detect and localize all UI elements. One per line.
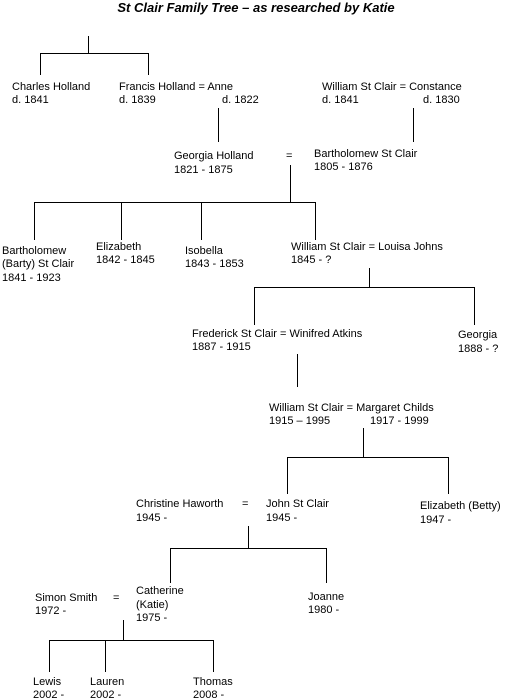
person-georgia-1888-dates: 1888 - ? xyxy=(458,343,499,355)
person-simon-smith-dates: 1972 - xyxy=(35,605,67,617)
person-william-margaret-name: William St Clair = Margaret Childs xyxy=(269,402,434,414)
person-charles-holland-dates: d. 1841 xyxy=(12,94,49,106)
person-william-louisa-name: William St Clair = Louisa Johns xyxy=(291,241,443,253)
person-francis-holland-name: Francis Holland = Anne xyxy=(119,81,234,93)
person-frederick-name: Frederick St Clair = Winifred Atkins xyxy=(192,328,363,340)
person-william-louisa-dates: 1845 - ? xyxy=(291,254,332,266)
person-elizabeth-betty-dates: 1947 - xyxy=(420,514,452,526)
person-bartholomew-barty-name: Bartholomew xyxy=(2,245,67,257)
person-bartholomew-st-clair-sr-name: Bartholomew St Clair xyxy=(314,148,418,160)
marriage-equals-sign: = xyxy=(286,150,293,162)
person-bartholomew-barty-dates: 1841 - 1923 xyxy=(2,272,61,284)
marriage-equals-sign: = xyxy=(113,592,120,604)
person-lauren-name: Lauren xyxy=(90,676,125,688)
person-lauren-dates: 2002 - xyxy=(90,689,122,700)
person-georgia-holland-name: Georgia Holland xyxy=(174,150,254,162)
person-isobella-dates: 1843 - 1853 xyxy=(185,258,244,270)
person-frederick-dates: 1887 - 1915 xyxy=(192,341,251,353)
person-elizabeth-1842-dates: 1842 - 1845 xyxy=(96,254,155,266)
person-catherine-dates: 1975 - xyxy=(136,612,168,624)
person-georgia-1888-name: Georgia xyxy=(458,329,498,341)
person-christine-haworth-name: Christine Haworth xyxy=(136,498,224,510)
person-john-st-clair-dates: 1945 - xyxy=(266,512,298,524)
person-elizabeth-betty-name: Elizabeth (Betty) xyxy=(420,500,501,512)
person-margaret-dates: 1917 - 1999 xyxy=(370,415,429,427)
person-william-dates: 1915 – 1995 xyxy=(269,415,331,427)
person-georgia-holland-dates: 1821 - 1875 xyxy=(174,164,233,176)
person-bartholomew-barty-name-cont: (Barty) St Clair xyxy=(2,258,75,270)
person-catherine-nickname: (Katie) xyxy=(136,599,169,611)
person-charles-holland-name: Charles Holland xyxy=(12,81,91,93)
person-joanne-dates: 1980 - xyxy=(308,604,340,616)
marriage-equals-sign: = xyxy=(242,498,249,510)
person-william-st-clair-sr-dates: d. 1841 xyxy=(322,94,359,106)
person-joanne-name: Joanne xyxy=(308,591,345,603)
person-anne-dates: d. 1822 xyxy=(222,94,259,106)
person-john-st-clair-name: John St Clair xyxy=(266,498,329,510)
person-francis-holland-dates: d. 1839 xyxy=(119,94,156,106)
person-isobella-name: Isobella xyxy=(185,245,223,257)
person-bartholomew-st-clair-sr-dates: 1805 - 1876 xyxy=(314,161,373,173)
person-lewis-name: Lewis xyxy=(33,676,62,688)
person-constance-dates: d. 1830 xyxy=(423,94,460,106)
person-elizabeth-1842-name: Elizabeth xyxy=(96,241,142,253)
person-lewis-dates: 2002 - xyxy=(33,689,65,700)
person-thomas-name: Thomas xyxy=(193,676,233,688)
person-christine-haworth-dates: 1945 - xyxy=(136,512,168,524)
person-simon-smith-name: Simon Smith xyxy=(35,592,98,604)
person-catherine-name: Catherine xyxy=(136,585,184,597)
page-title: St Clair Family Tree – as researched by … xyxy=(117,0,395,15)
person-william-st-clair-sr-name: William St Clair = Constance xyxy=(322,81,462,93)
person-thomas-dates: 2008 - xyxy=(193,689,225,700)
